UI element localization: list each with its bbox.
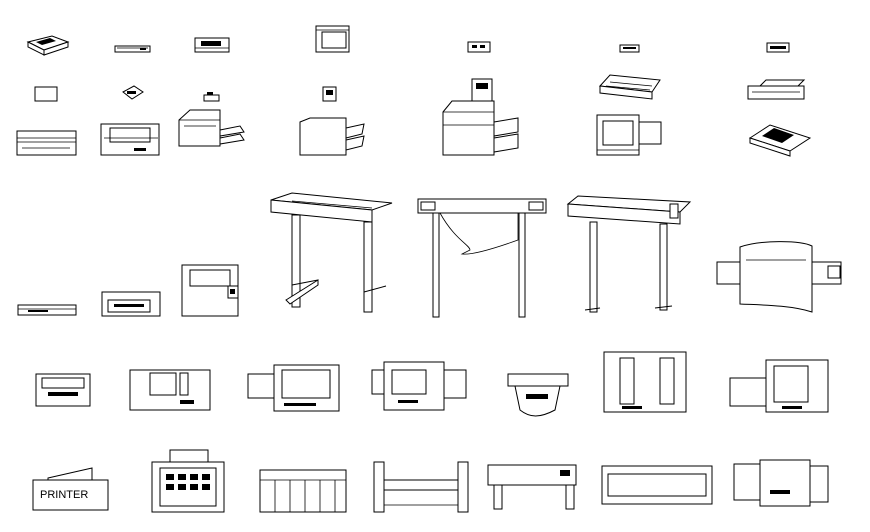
plotter-side-view xyxy=(373,461,469,513)
angled-scanner xyxy=(748,124,812,157)
paper-feed-printer xyxy=(747,79,806,100)
side-copier-with-roll xyxy=(733,459,829,507)
fax-machine-panel xyxy=(129,369,211,411)
small-fax-angled xyxy=(26,35,70,56)
desk-fax-small xyxy=(194,37,230,53)
mini-printer-b xyxy=(619,44,640,53)
mini-printer-c xyxy=(766,42,790,53)
slim-scanner-small xyxy=(114,45,151,53)
plotter-front-with-paper xyxy=(417,198,547,318)
multifunction-console xyxy=(729,359,829,413)
copier-with-sorter xyxy=(247,364,340,412)
compact-printer-front xyxy=(35,373,91,407)
drum-plotter-front xyxy=(507,373,569,417)
keypad-console xyxy=(151,449,225,513)
wide-roll-plotter xyxy=(716,241,842,313)
long-flat-scanner xyxy=(601,465,713,505)
desktop-fax-machine xyxy=(100,123,160,156)
laser-printer-paper-trays xyxy=(178,109,245,147)
large-plotter-angled xyxy=(270,192,393,313)
roll-plotter-front xyxy=(487,464,577,510)
printer-labeled: PRINTER xyxy=(32,467,109,511)
dot-matrix-printer xyxy=(598,74,661,100)
copier-top-view-small xyxy=(315,25,350,53)
large-copier-tall xyxy=(603,351,687,413)
plotter-stand-angled-b xyxy=(566,195,692,313)
thin-flat-printer xyxy=(17,304,77,316)
printer-label: PRINTER xyxy=(40,489,88,501)
plotter-wide-front xyxy=(259,469,347,513)
copier-with-extension xyxy=(596,114,662,156)
console-copier-front xyxy=(371,361,467,411)
mini-printer-a xyxy=(467,41,491,53)
flatbed-scanner xyxy=(101,291,161,317)
cabinet-printer xyxy=(181,264,239,317)
small-phone-fax xyxy=(122,85,144,100)
side-printer-with-tray xyxy=(299,117,365,156)
laser-printer-with-tower xyxy=(442,78,519,156)
small-box-printer xyxy=(322,86,337,102)
low-laser-printer xyxy=(16,130,77,156)
tiny-printer xyxy=(203,92,220,102)
flat-pad xyxy=(34,86,58,102)
